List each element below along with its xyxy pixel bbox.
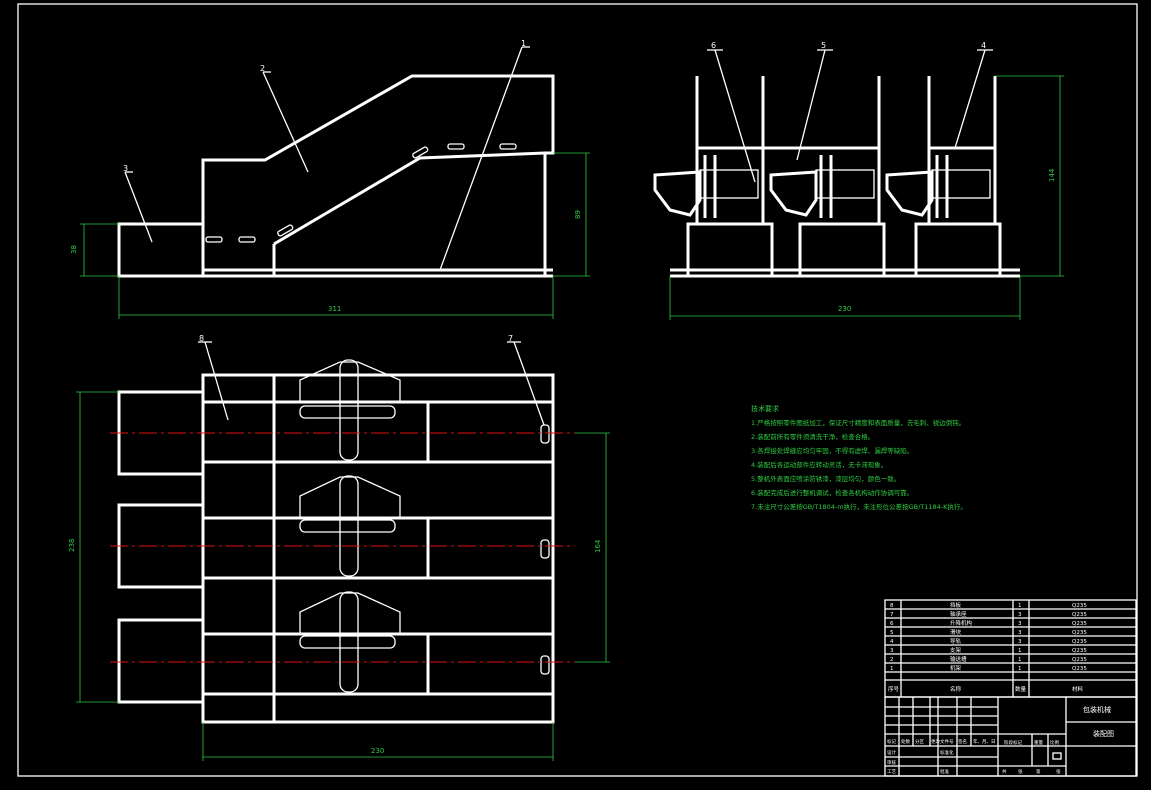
side-unit-3 [885, 76, 1002, 278]
parts-table [884, 599, 1137, 777]
parts-row-material: Q235 [1072, 603, 1087, 609]
tb-label-date: 年、月、日 [973, 738, 996, 745]
plan-mechanism-3 [299, 591, 401, 693]
tb-sheets-total: 共 [1002, 768, 1007, 775]
tb-design: 设计 [887, 749, 896, 756]
tb-label-mark: 标记 [887, 738, 896, 745]
parts-row-qty: 3 [1018, 630, 1022, 636]
tb-sheets-no: 第 [1036, 768, 1041, 775]
parts-header-qty: 数量 [1015, 685, 1027, 693]
parts-row-no: 3 [890, 648, 894, 654]
parts-row-qty: 3 [1018, 621, 1022, 627]
side-view [653, 49, 1064, 320]
parts-header-name: 名称 [950, 685, 962, 693]
drawing-border [17, 3, 1138, 777]
plan-mechanism-1 [299, 359, 401, 461]
parts-row-name: 支架 [950, 646, 962, 654]
parts-row-name: 输送槽 [950, 655, 967, 663]
parts-row-name: 升降机构 [950, 619, 973, 627]
tech-requirements-title: 技术要求 [751, 404, 779, 413]
parts-row-qty: 1 [1018, 603, 1022, 609]
front-part-label-3: 3 [123, 164, 128, 173]
tb-drawing-name: 装配图 [1093, 729, 1114, 738]
tb-label-sign: 签名 [958, 738, 967, 745]
front-part-label-1: 1 [521, 39, 526, 48]
parts-row-no: 1 [890, 666, 894, 672]
tech-requirement-2: 2.装配前所有零件须清洗干净，检查合格。 [751, 432, 874, 441]
plan-part-label-7: 7 [508, 334, 513, 343]
tb-label-count: 处数 [901, 738, 910, 745]
plan-dim-height: 238 [68, 539, 76, 552]
tb-sheets-unit2: 张 [1056, 768, 1061, 775]
tech-requirement-4: 4.装配后各运动部件应转动灵活，无卡滞现象。 [751, 460, 887, 469]
parts-row-material: Q235 [1072, 612, 1087, 618]
tb-label-change: 更改文件号 [931, 738, 954, 745]
parts-row-name: 轴承座 [950, 610, 967, 618]
side-unit-1 [653, 76, 774, 278]
front-dim-width: 311 [328, 305, 341, 313]
tb-scale: 比例 [1050, 739, 1059, 746]
tech-requirement-7: 7.未注尺寸公差按GB/T1804-m执行，未注形位公差按GB/T1184-K执… [751, 502, 967, 511]
tb-label-zone: 分区 [915, 738, 924, 745]
side-dim-width: 230 [838, 305, 851, 313]
parts-row-name: 滑块 [950, 628, 962, 636]
plan-dim-width: 230 [371, 747, 384, 755]
front-support-block [117, 222, 205, 278]
parts-row-no: 4 [890, 639, 894, 645]
front-view [80, 46, 590, 319]
front-dim-height-small: 38 [70, 245, 78, 254]
side-unit-2 [761, 76, 886, 278]
parts-row-no: 8 [890, 603, 894, 609]
parts-row-material: Q235 [1072, 639, 1087, 645]
parts-row-material: Q235 [1072, 666, 1087, 672]
parts-row-material: Q235 [1072, 621, 1087, 627]
tech-requirement-3: 3.各焊接处焊缝应均匀牢固，不得有虚焊、漏焊等缺陷。 [751, 446, 913, 455]
tech-requirement-5: 5.整机外表面应喷涂防锈漆，漆层均匀，颜色一致。 [751, 474, 900, 483]
parts-row-no: 7 [890, 612, 894, 618]
parts-row-material: Q235 [1072, 657, 1087, 663]
parts-row-qty: 1 [1018, 666, 1022, 672]
plan-dim-inner: 164 [594, 539, 602, 553]
tech-requirement-6: 6.装配完成后进行整机调试，检查各机构动作协调可靠。 [751, 488, 913, 497]
tb-process: 工艺 [887, 769, 896, 775]
parts-row-qty: 3 [1018, 612, 1022, 618]
parts-row-qty: 3 [1018, 639, 1022, 645]
parts-row-name: 挡板 [950, 601, 962, 609]
parts-row-name: 机架 [950, 664, 962, 672]
plan-mechanism-2 [299, 475, 401, 577]
tech-requirement-1: 1.严格按照零件图纸加工，保证尺寸精度和表面质量，去毛刺、锐边倒钝。 [751, 418, 965, 427]
tb-stage: 阶段标记 [1004, 739, 1022, 746]
tb-sheets-unit: 张 [1018, 768, 1023, 775]
front-dim-height-right: 89 [574, 210, 582, 219]
tb-title-company: 包装机械 [1083, 705, 1111, 714]
tb-standardize: 标准化 [940, 749, 954, 756]
parts-header-no: 序号 [888, 685, 900, 693]
front-chute-floor [273, 151, 546, 246]
parts-row-qty: 1 [1018, 657, 1022, 663]
parts-row-qty: 1 [1018, 648, 1022, 654]
parts-row-name: 导轨 [950, 637, 962, 645]
parts-row-no: 6 [890, 621, 894, 627]
front-part-label-2: 2 [260, 64, 265, 73]
side-dim-height: 144 [1048, 168, 1056, 182]
parts-row-material: Q235 [1072, 630, 1087, 636]
tb-check: 审核 [887, 759, 896, 766]
side-part-label-5: 5 [821, 41, 826, 50]
tb-weight: 重量 [1034, 739, 1043, 746]
parts-row-material: Q235 [1072, 648, 1087, 654]
plan-part-label-8: 8 [199, 334, 204, 343]
parts-row-no: 5 [890, 630, 894, 636]
side-part-label-6: 6 [711, 41, 716, 50]
side-part-label-4: 4 [981, 41, 986, 50]
parts-row-no: 2 [890, 657, 894, 663]
plan-view [76, 341, 610, 761]
tb-approve: 批准 [940, 768, 949, 775]
parts-header-material: 材料 [1072, 685, 1084, 693]
